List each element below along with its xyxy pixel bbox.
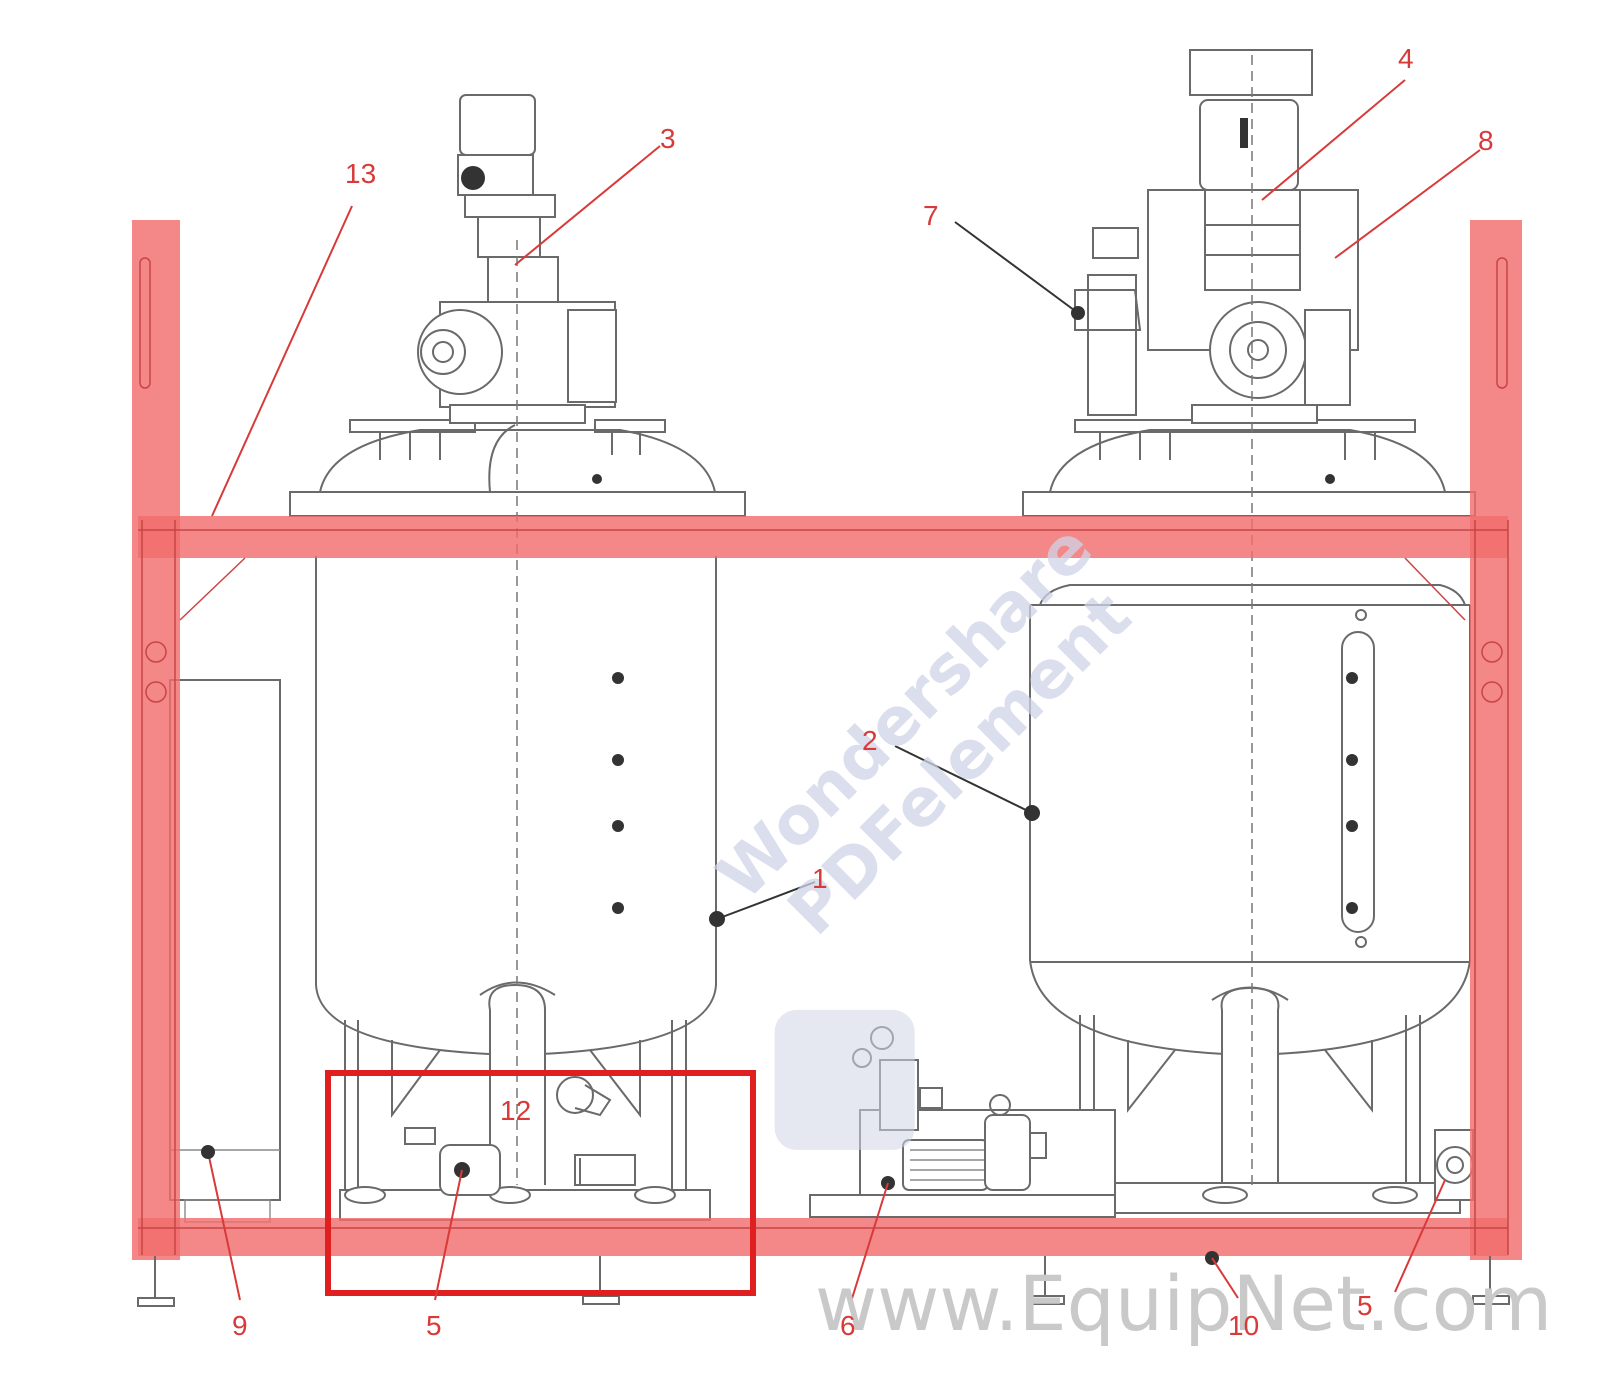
callout-label-13: 13 xyxy=(345,158,376,189)
tank-2 xyxy=(1022,49,1476,1214)
control-cabinet xyxy=(169,679,281,1223)
callout-label-1: 1 xyxy=(812,863,828,894)
callout-label-7: 7 xyxy=(923,200,939,231)
callout-label-8: 8 xyxy=(1478,125,1494,156)
support-frame xyxy=(132,220,1522,1307)
callout-label-9: 9 xyxy=(232,1310,248,1341)
leader-lines xyxy=(207,79,1481,1306)
callout-label-6: 6 xyxy=(840,1310,856,1341)
highlight-box xyxy=(325,1070,756,1296)
callout-label-3: 3 xyxy=(660,123,676,154)
callout-label-4: 4 xyxy=(1398,43,1414,74)
callout-label-5a: 5 xyxy=(426,1310,442,1341)
callout-label-12: 12 xyxy=(500,1095,531,1126)
callout-label-10: 10 xyxy=(1228,1310,1259,1341)
callout-label-2: 2 xyxy=(862,725,878,756)
site-watermark: www.EquipNet.com xyxy=(815,1259,1552,1348)
callout-label-5b: 5 xyxy=(1357,1290,1373,1321)
tank-1 xyxy=(289,94,746,1221)
callout-labels: 1 2 3 4 5 5 6 7 8 9 10 12 13 xyxy=(232,43,1494,1341)
